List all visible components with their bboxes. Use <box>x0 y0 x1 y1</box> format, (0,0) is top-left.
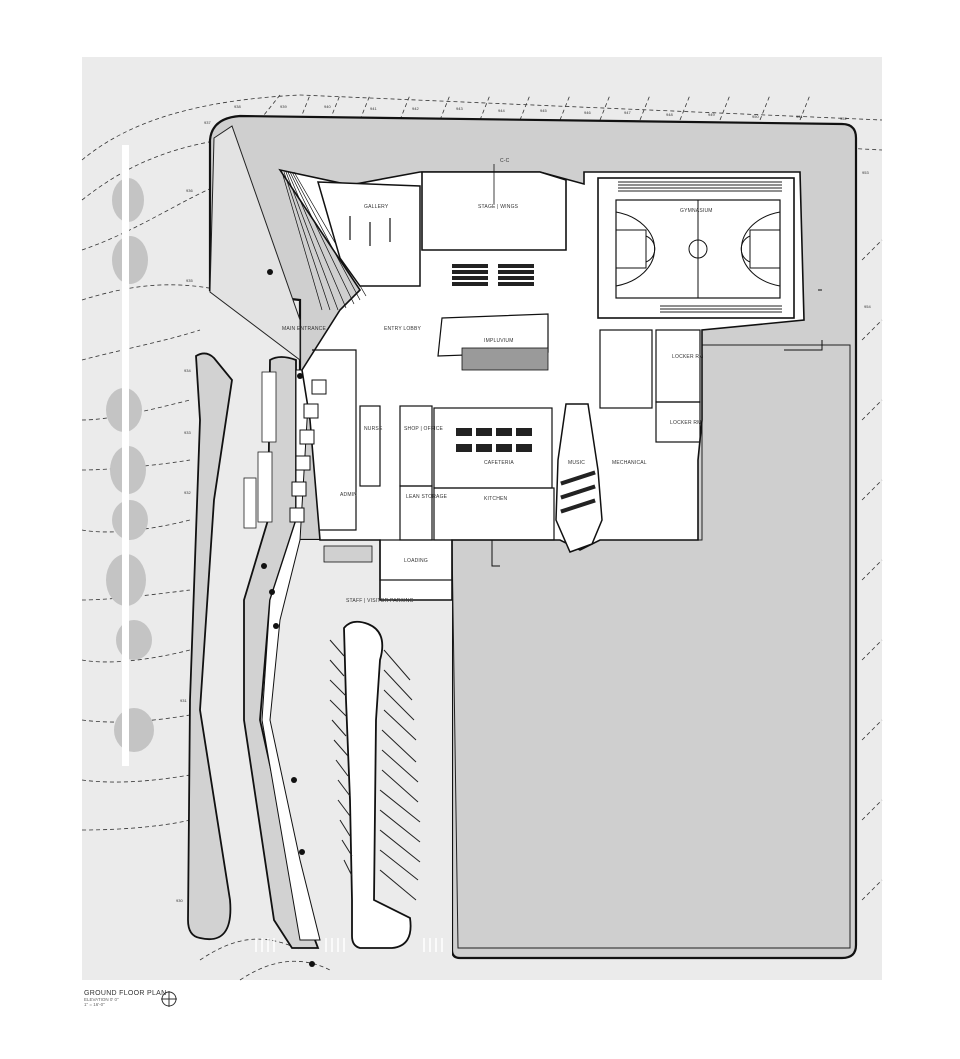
contour-labels: 938 939 940 941 942 943 944 945 946 947 … <box>176 104 871 903</box>
contour-label: 951 <box>796 114 803 119</box>
north-arrow-icon <box>161 991 177 1007</box>
contour-label: 946 <box>584 110 591 115</box>
label-kitchen: KITCHEN <box>484 496 508 502</box>
court-right-arc <box>740 211 781 287</box>
contour-label: 938 <box>234 104 241 109</box>
label-stage: STAGE | WINGS <box>478 204 519 210</box>
label-nurse: NURSE <box>364 426 383 432</box>
contour-label: 947 <box>624 110 631 115</box>
contour-label: 943 <box>456 106 463 111</box>
plan-title: GROUND FLOOR PLAN <box>84 990 167 997</box>
interior-walls <box>312 329 701 581</box>
contour-label: 931 <box>180 698 187 703</box>
impluvium-pool <box>461 347 549 371</box>
bleachers <box>618 181 782 313</box>
contour-label: 948 <box>666 112 673 117</box>
contour-label: 945 <box>540 108 547 113</box>
label-entry-lobby: ENTRY LOBBY <box>384 326 421 332</box>
contour-label: 936 <box>186 188 193 193</box>
contour-label: 932 <box>184 490 191 495</box>
contour-label: 954 <box>864 304 871 309</box>
label-loading: LOADING <box>404 558 428 564</box>
cafeteria-tables <box>456 428 532 452</box>
label-lean-storage: LEAN STORAGE <box>406 494 448 500</box>
label-shop-office: SHOP | OFFICE <box>404 426 444 432</box>
stage-room <box>421 171 567 251</box>
small-trees <box>261 269 315 967</box>
contour-label: 953 <box>862 170 869 175</box>
admin-desks <box>289 379 327 523</box>
loading-dock <box>323 545 373 563</box>
label-cafeteria: CAFETERIA <box>484 460 514 466</box>
label-mechanical: MECHANICAL <box>612 460 647 466</box>
contour-label: 933 <box>184 430 191 435</box>
contour-label: 940 <box>324 104 331 109</box>
label-impluvium: IMPLUVIUM <box>484 338 514 344</box>
label-music: MUSIC <box>568 460 585 466</box>
parking-pads <box>243 371 277 529</box>
contour-label: 942 <box>412 106 419 111</box>
contour-label: 952 <box>840 116 847 121</box>
section-markers <box>491 289 823 567</box>
plan-scale: 1" = 16'-0" <box>84 1002 105 1007</box>
driveway-wedge <box>209 125 301 362</box>
contour-label: 934 <box>184 368 191 373</box>
gallery-room <box>316 181 421 287</box>
contour-label: 939 <box>280 104 287 109</box>
label-staff-parking: STAFF | VISITOR PARKING <box>346 598 414 604</box>
road-left <box>187 352 233 941</box>
gymnasium-room <box>597 177 795 319</box>
parking-stripes <box>329 639 421 901</box>
contour-label: 937 <box>204 120 211 125</box>
label-gymnasium: GYMNASIUM <box>680 208 713 214</box>
label-admin: ADMIN <box>340 492 357 498</box>
court-left-arc <box>615 211 656 287</box>
tree-trunk-line <box>122 145 129 766</box>
contour-label: 949 <box>708 112 715 117</box>
label-main-entrance: MAIN ENTRANCE <box>282 326 326 332</box>
court-center-circle <box>688 239 708 259</box>
auditorium-seating <box>452 264 534 286</box>
label-locker-rm-2: LOCKER RM <box>670 420 702 426</box>
entrance-fan <box>281 171 367 311</box>
room-labels: GALLERY STAGE | WINGS C-C GYMNASIUM MAIN… <box>282 158 713 604</box>
label-section-mark: C-C <box>500 158 510 164</box>
contour-label: 950 <box>752 114 759 119</box>
label-gallery: GALLERY <box>364 204 389 210</box>
label-locker-rm-1: LOCKER RM <box>672 354 704 360</box>
title-block: GROUND FLOOR PLAN ELEVATION 0' 0" 1" = 1… <box>84 990 167 1007</box>
site-open-field <box>451 344 851 949</box>
plan-elevation: ELEVATION 0' 0" <box>84 997 119 1002</box>
music-risers <box>560 470 596 514</box>
contour-label: 944 <box>498 108 505 113</box>
contour-label: 935 <box>186 278 193 283</box>
contour-label: 930 <box>176 898 183 903</box>
parking-island <box>343 620 412 949</box>
crosswalk-stripes <box>255 938 443 952</box>
gallery-walls <box>349 216 391 246</box>
contour-label: 941 <box>370 106 377 111</box>
